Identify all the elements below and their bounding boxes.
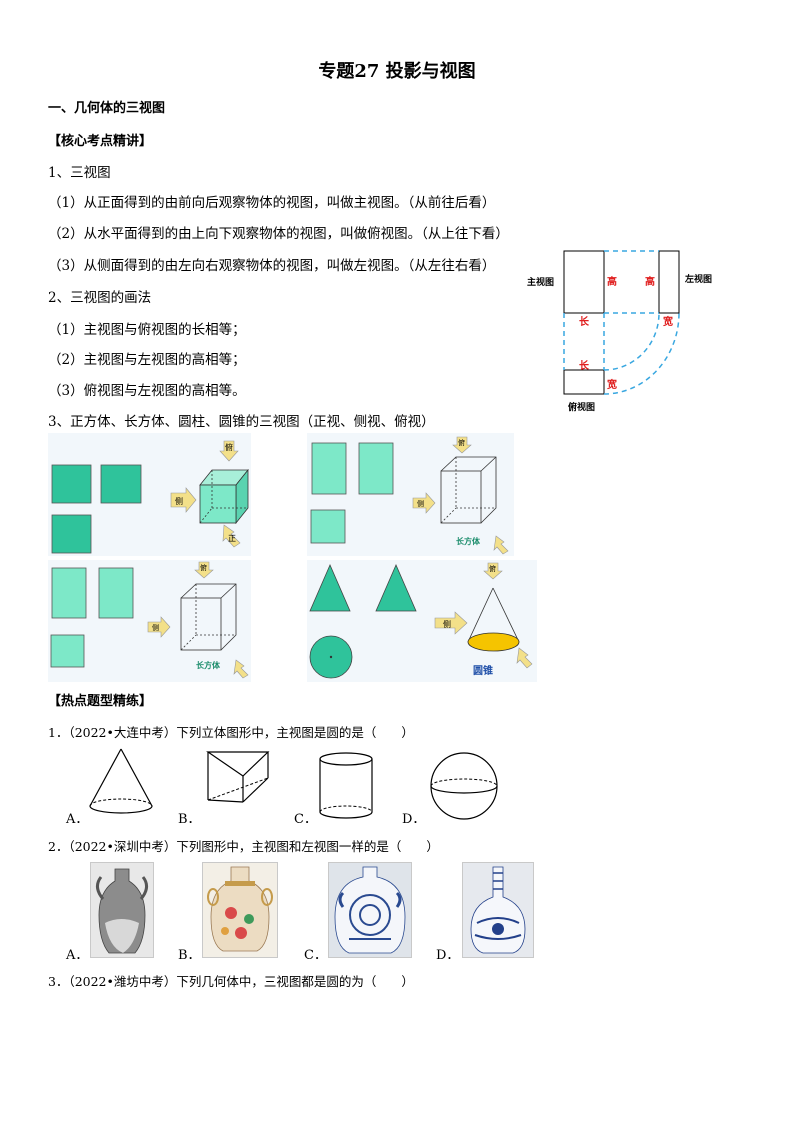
length-label: 长 [579,315,590,328]
main-view-label: 主视图 [527,276,554,288]
side-arrow-label: 侧 [175,496,183,506]
cone-label: 圆锥 [473,664,493,677]
vase-photo-c [328,862,412,958]
cone-figure [89,748,153,814]
item2-title: 2、三视图的画法 [48,290,152,306]
side-arrow-label: 侧 [417,499,424,508]
question-1: 1．（2022•大连中考）下列立体图形中，主视图是圆的是（ ） [48,725,414,740]
question-3: 3．（2022•潍坊中考）下列几何体中，三视图都是圆的为（ ） [48,974,414,989]
width-label: 宽 [606,378,617,391]
item2-line: （1）主视图与俯视图的长相等； [48,322,246,338]
vase-photo-b [202,862,278,958]
hot-header: 【热点题型精练】 [48,694,153,709]
option-label: D． [436,948,460,963]
cuboid-views-panel-1: 俯 侧 长方体 [307,433,514,556]
height-label: 高 [607,275,617,288]
vase-photo-d [462,862,534,958]
option-label: A． [66,812,89,827]
vase-photo-a [90,862,154,958]
three-view-diagram: 主视图 左视图 俯视图 高 高 长 长 宽 宽 [527,250,712,413]
core-header: 【核心考点精讲】 [48,134,153,149]
item1-title: 1、三视图 [48,165,111,181]
item2-line: （3）俯视图与左视图的高相等。 [48,383,246,399]
item1-line: （3）从侧面得到的由左向右观察物体的视图，叫做左视图。（从左往右看） [48,258,496,274]
side-arrow-label: 侧 [443,619,451,629]
top-arrow-label: 俯 [458,438,465,447]
cuboid-label: 长方体 [456,536,481,546]
length-label: 长 [579,359,590,372]
cuboid-views-panel-2: 俯 侧 长方体 [48,560,251,682]
top-arrow-label: 俯 [489,564,496,573]
cylinder-figure [319,752,373,819]
cuboid-label: 长方体 [196,660,221,670]
option-label: B． [178,948,201,963]
top-view-label: 俯视图 [568,401,595,413]
top-arrow-label: 俯 [225,442,233,452]
cube-views-panel: 俯 侧 正 [48,433,251,556]
item3-title: 3、正方体、长方体、圆柱、圆锥的三视图（正视、侧视、俯视） [48,414,435,430]
item2-line: （2）主视图与左视图的高相等； [48,352,246,368]
front-arrow-label: 正 [228,534,236,543]
cone-views-panel: 俯 侧 圆锥 [307,560,537,682]
option-label: D． [402,812,426,827]
left-view-label: 左视图 [684,273,712,285]
option-label: B． [178,812,201,827]
option-label: A． [66,948,89,963]
item1-line: （1）从正面得到的由前向后观察物体的视图，叫做主视图。（从前往后看） [48,195,496,211]
page-title: 专题27 投影与视图 [318,61,476,82]
question-2: 2．（2022•深圳中考）下列图形中，主视图和左视图一样的是（ ） [48,839,439,854]
triangular-prism-figure [206,751,270,803]
option-label: C． [304,948,327,963]
side-arrow-label: 侧 [152,623,159,632]
height-label: 高 [645,275,655,288]
sphere-figure [430,752,498,820]
top-arrow-label: 俯 [200,563,207,572]
width-label: 宽 [662,315,673,328]
item1-line: （2）从水平面得到的由上向下观察物体的视图，叫做俯视图。（从上往下看） [48,226,509,242]
section-heading: 一、几何体的三视图 [48,101,166,116]
option-label: C． [294,812,317,827]
